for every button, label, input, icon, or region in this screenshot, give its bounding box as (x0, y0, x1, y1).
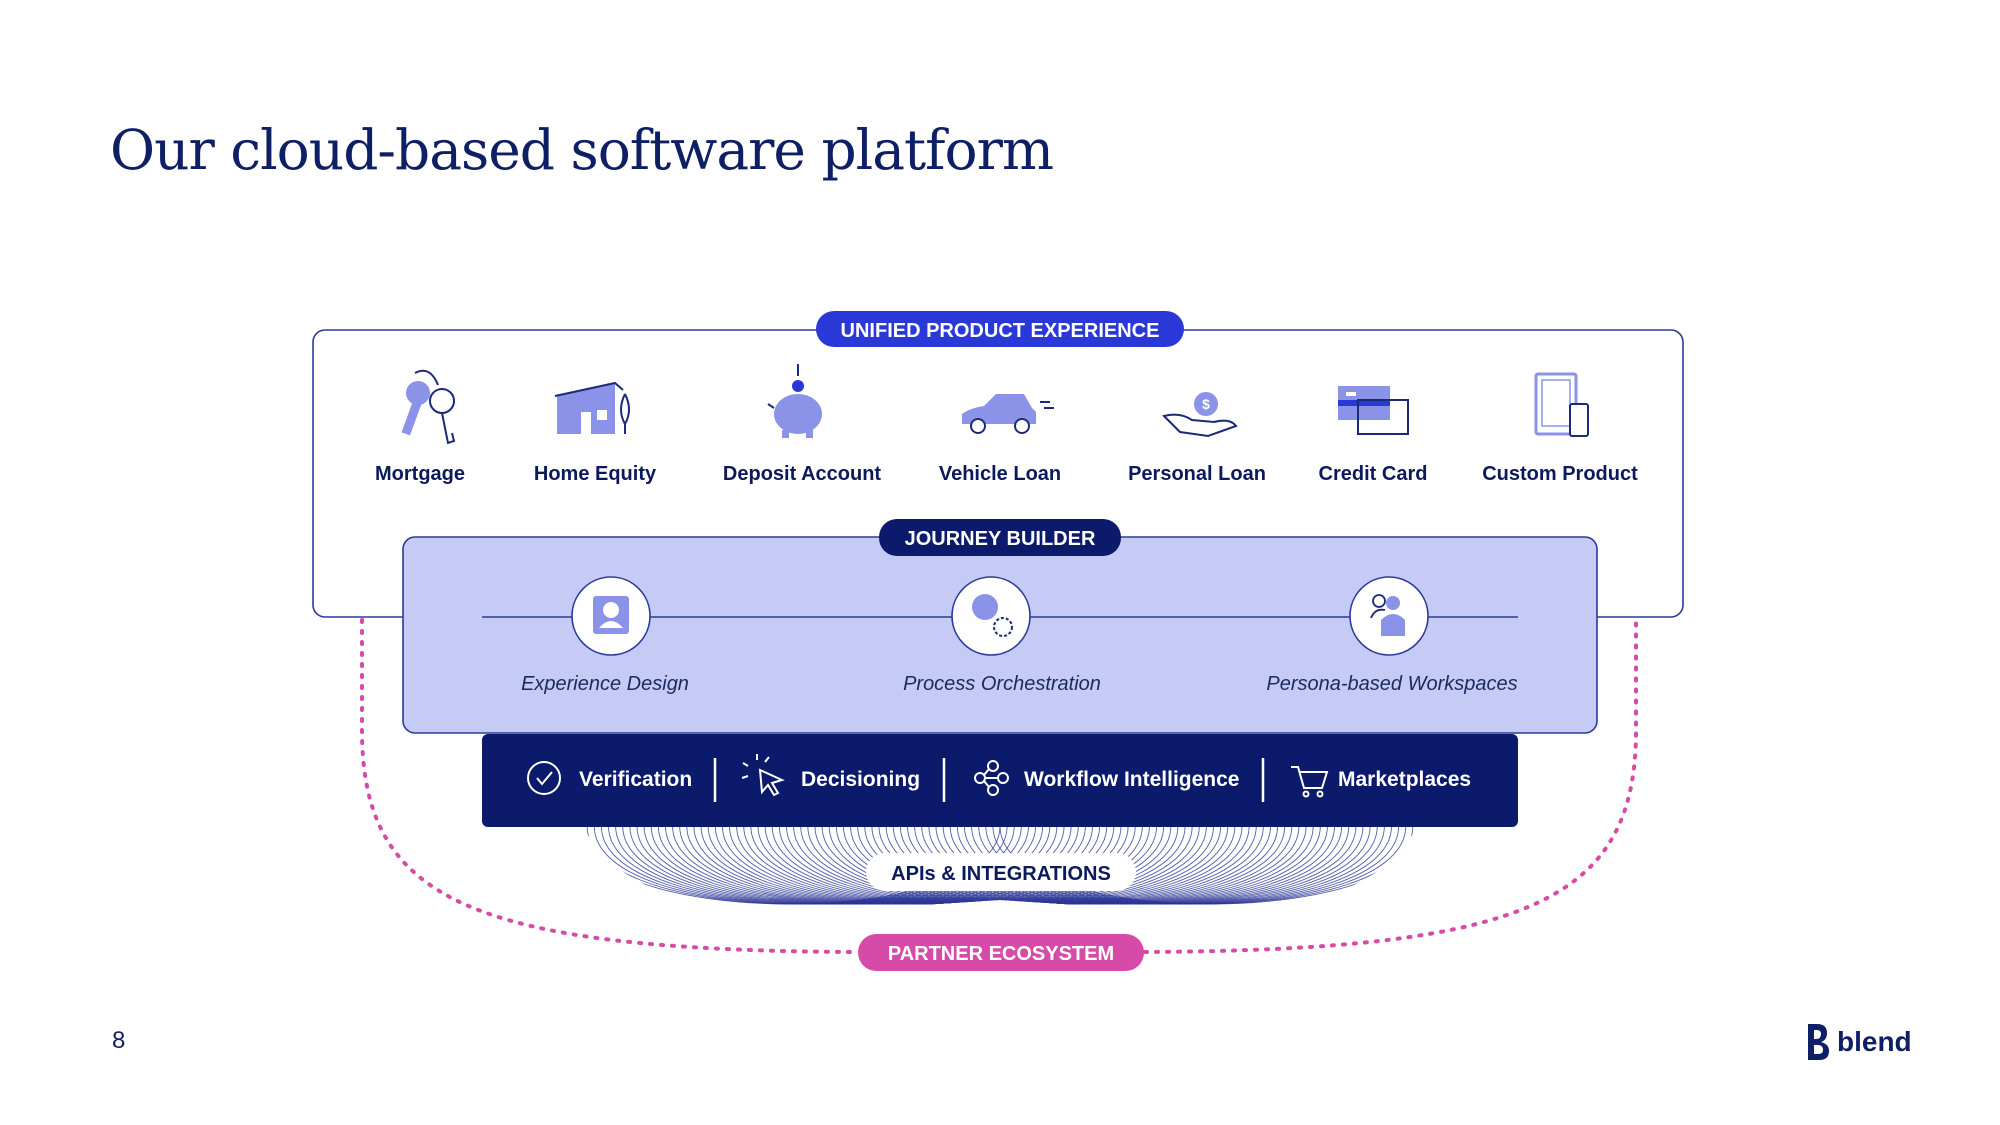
house-icon (554, 381, 630, 434)
unified-product-pill: UNIFIED PRODUCT EXPERIENCE (816, 311, 1184, 347)
page-number: 8 (112, 1027, 126, 1054)
product-label-vehicle-loan: Vehicle Loan (939, 463, 1061, 485)
product-label-mortgage: Mortgage (375, 463, 465, 485)
capability-dividers (713, 758, 1265, 802)
product-label-custom-product: Custom Product (1482, 463, 1638, 485)
step-label-process-orchestration: Process Orchestration (903, 673, 1101, 695)
svg-text:$: $ (1202, 396, 1210, 412)
journey-builder-pill: JOURNEY BUILDER (879, 519, 1121, 556)
check-circle-icon (527, 761, 561, 795)
capability-marketplaces: Marketplaces (1338, 768, 1471, 791)
cart-icon (1291, 766, 1329, 798)
cursor-click-icon (741, 754, 785, 797)
capability-bar (482, 734, 1518, 827)
people-icon (1349, 576, 1429, 656)
journey-step-labels: Experience Design Process Orchestration … (521, 673, 1518, 695)
workflow-icon (974, 760, 1009, 796)
keys-icon (401, 369, 456, 445)
product-label-credit-card: Credit Card (1319, 463, 1428, 485)
partner-ecosystem-pill: PARTNER ECOSYSTEM (858, 934, 1144, 971)
capability-decisioning: Decisioning (801, 768, 920, 791)
journey-builder-label: JOURNEY BUILDER (905, 528, 1096, 550)
page-title: Our cloud-based software platform (110, 118, 1054, 182)
capability-labels: Verification Decisioning Workflow Intell… (579, 768, 1471, 791)
partner-ecosystem-label: PARTNER ECOSYSTEM (888, 943, 1114, 965)
blend-logo-icon (1808, 1024, 1829, 1060)
piggy-bank-icon (767, 364, 822, 438)
blend-logo-text: blend (1837, 1026, 1912, 1057)
product-labels: Mortgage Home Equity Deposit Account Veh… (375, 463, 1638, 485)
product-label-home-equity: Home Equity (534, 463, 657, 485)
step-label-persona-workspaces: Persona-based Workspaces (1266, 673, 1517, 695)
product-label-deposit-account: Deposit Account (723, 463, 881, 485)
blend-logo: blend (1805, 1022, 1912, 1062)
apis-pill: APIs & INTEGRATIONS (866, 853, 1136, 891)
apis-label: APIs & INTEGRATIONS (891, 863, 1111, 885)
hand-coin-icon: $ (1162, 392, 1238, 438)
capability-verification: Verification (579, 768, 692, 791)
credit-card-icon (1338, 386, 1409, 435)
gears-icon (951, 576, 1031, 656)
partner-ecosystem-arc (360, 618, 1638, 954)
capability-workflow-intelligence: Workflow Intelligence (1024, 768, 1239, 791)
devices-icon (1534, 372, 1589, 437)
car-icon (962, 394, 1054, 434)
profile-card-icon (571, 576, 651, 656)
step-label-experience-design: Experience Design (521, 673, 689, 695)
unified-product-label: UNIFIED PRODUCT EXPERIENCE (841, 320, 1160, 342)
product-label-personal-loan: Personal Loan (1128, 463, 1266, 485)
